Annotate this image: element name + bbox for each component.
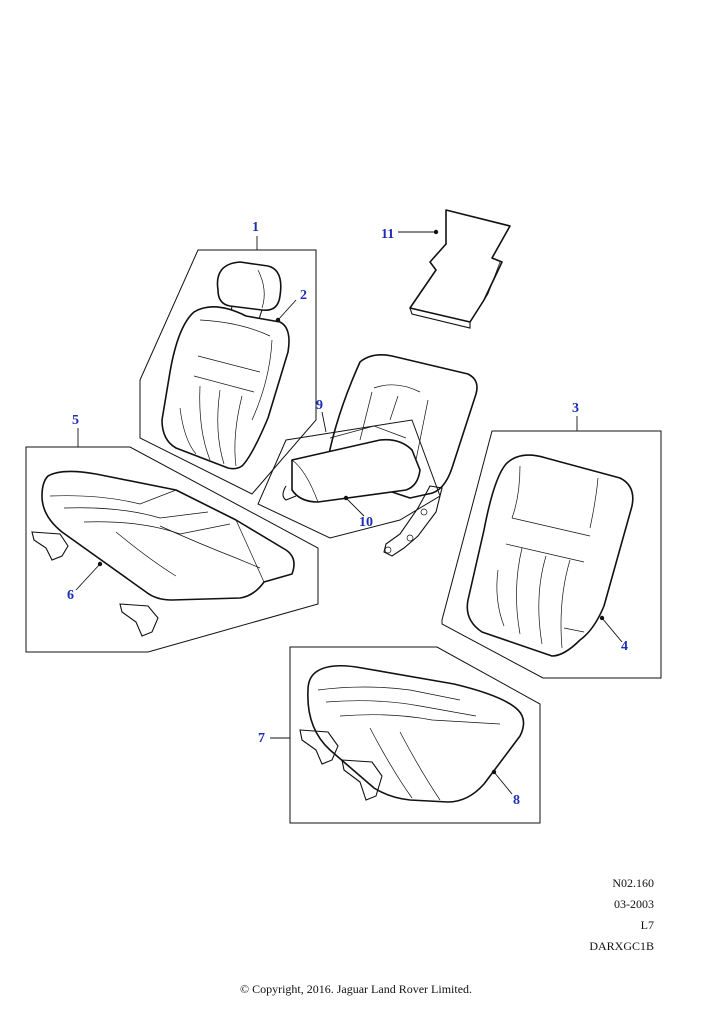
- bracket-front: [299, 729, 339, 765]
- bracket-right: [119, 603, 159, 637]
- hinge-bracket: [383, 485, 443, 557]
- armrest-10: [291, 438, 421, 503]
- callout-8: 8: [513, 793, 520, 808]
- reference-illustration-id: DARXGC1B: [589, 939, 654, 953]
- group-1-seat-back: [139, 249, 317, 495]
- headrest-2: [216, 261, 282, 312]
- callout-1: 1: [252, 220, 259, 235]
- copyright-notice: © Copyright, 2016. Jaguar Land Rover Lim…: [239, 982, 473, 996]
- callout-7: 7: [258, 731, 265, 746]
- callout-2: 2: [300, 288, 307, 303]
- reference-model: L7: [640, 918, 654, 932]
- callout-10: 10: [359, 515, 373, 530]
- group-1-frame: [139, 249, 317, 495]
- callout-11: 11: [381, 227, 395, 242]
- cushion-6: [41, 470, 295, 601]
- bracket-rear: [341, 759, 383, 801]
- group-3-seat-back: [441, 430, 662, 679]
- callout-3: 3: [572, 401, 579, 416]
- reference-date: 03-2003: [614, 897, 654, 911]
- group-9-10-frame: [257, 419, 441, 539]
- group-5-seat-cushion: [25, 446, 319, 653]
- backrest-3: [466, 454, 634, 657]
- group-11-pad: [409, 209, 511, 329]
- bracket-left: [31, 531, 69, 561]
- callout-4: 4: [621, 639, 628, 654]
- pad-11: [409, 209, 511, 323]
- callout-5: 5: [72, 413, 79, 428]
- group-7-seat-cushion: [289, 646, 541, 824]
- group-9-10-armrest: [257, 354, 478, 557]
- reference-code: N02.160: [612, 876, 654, 890]
- group-7-frame: [289, 646, 541, 824]
- cushion-8: [307, 664, 525, 803]
- group-3-frame: [441, 430, 662, 679]
- backrest-1: [161, 306, 290, 470]
- group-5-frame: [25, 446, 319, 653]
- leader-lines: [75, 229, 623, 795]
- callout-9: 9: [316, 398, 323, 413]
- callout-6: 6: [67, 588, 74, 603]
